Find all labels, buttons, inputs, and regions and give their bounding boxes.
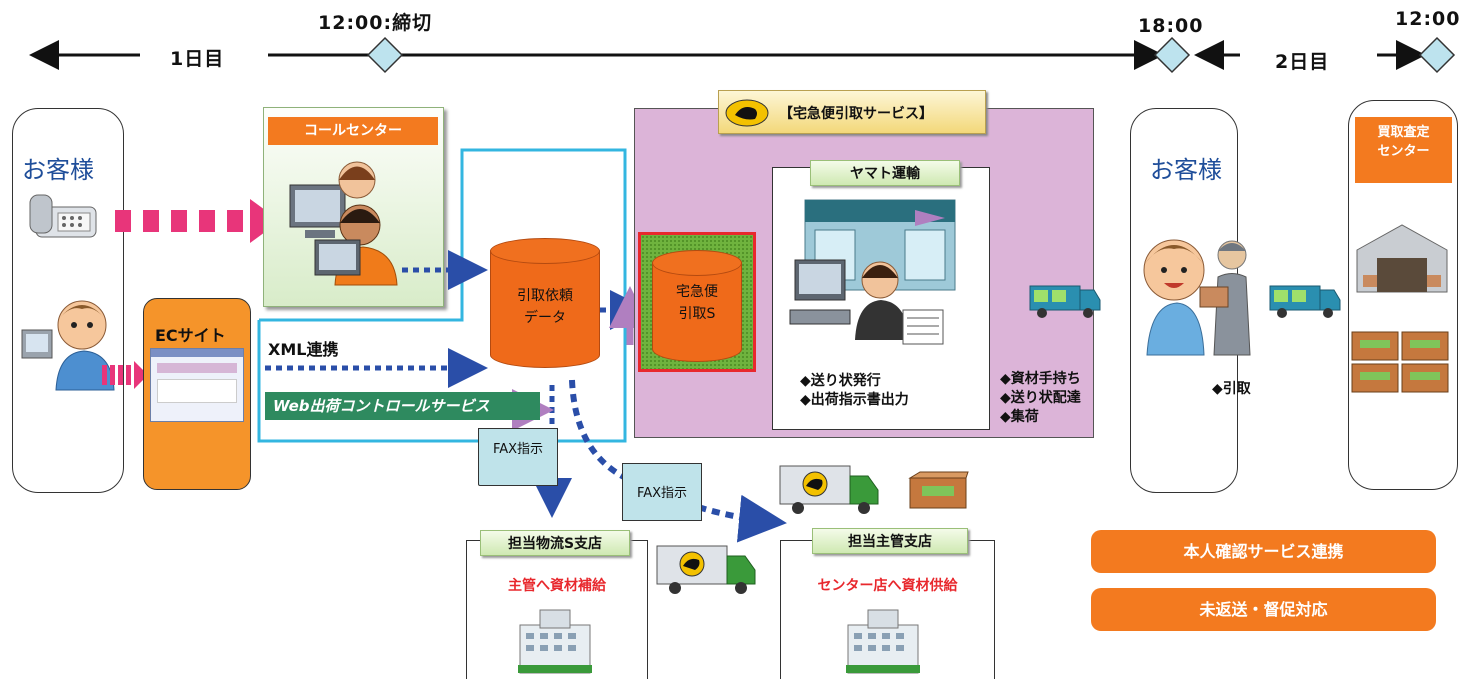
operators-icon — [289, 161, 398, 286]
yamato-bullet-1: ◆送り状発行 — [800, 373, 881, 389]
timeline-day2: 2日目 — [1275, 51, 1330, 73]
takkyubin-s-cylinder: 宅急便 引取S — [652, 250, 742, 362]
delivery-bullets: ◆資材手持ち ◆送り状配達 ◆集荷 — [1000, 370, 1081, 427]
pickup-truck-icon — [1269, 285, 1341, 318]
delivery-bullet-3: ◆集荷 — [1000, 409, 1039, 425]
request-data-line2: データ — [524, 310, 566, 326]
delivery-bullet-1: ◆資材手持ち — [1000, 371, 1081, 387]
branch-main-label: 担当主管支店 — [812, 528, 968, 554]
timeline-12: 12:00 — [1395, 8, 1461, 30]
yamato-truck-icon-1 — [779, 465, 879, 514]
customer-left-label: お客様 — [22, 156, 94, 184]
yamato-office-icon — [789, 199, 956, 345]
call-center-label: コールセンター — [268, 117, 438, 145]
ec-site-screenshot — [150, 348, 244, 422]
handover-icon — [1143, 239, 1251, 356]
parcel-icon — [908, 471, 969, 509]
followup-button[interactable]: 未返送・督促対応 — [1091, 588, 1436, 631]
delivery-truck-icon — [1029, 285, 1101, 318]
branch-logistics-label: 担当物流S支店 — [480, 530, 630, 556]
ec-site-label: ECサイト — [155, 326, 226, 345]
milestone-deadline — [366, 36, 404, 74]
timeline-18: 18:00 — [1138, 15, 1204, 37]
assessment-line2: センター — [1377, 144, 1430, 159]
timeline-day1: 1日目 — [170, 48, 225, 70]
delivery-bullet-2: ◆送り状配達 — [1000, 390, 1081, 406]
milestone-18 — [1153, 36, 1191, 74]
customer-pc-icon — [21, 300, 115, 391]
customer-right-label: お客様 — [1150, 156, 1222, 184]
request-data-line1: 引取依頼 — [517, 288, 573, 304]
branch-building-icon-2 — [846, 609, 920, 674]
assessment-line1: 買取査定 — [1377, 125, 1430, 140]
yamato-truck-icon-2 — [656, 545, 756, 594]
web-service-banner: Web出荷コントロールサービス — [265, 392, 540, 420]
warehouse-icon — [1356, 224, 1448, 293]
xml-link-label: XML連携 — [268, 340, 339, 359]
pc-to-ec-arrow — [102, 361, 148, 389]
takkyubin-s-line1: 宅急便 — [676, 284, 718, 300]
request-data-cylinder: 引取依頼 データ — [490, 238, 600, 368]
milestone-12 — [1418, 36, 1456, 74]
takkyubin-title-box: 【宅急便引取サービス】 — [718, 90, 986, 134]
yamato-bullet-2: ◆出荷指示書出力 — [800, 392, 909, 408]
yamato-cat-logo-icon — [725, 99, 769, 127]
takkyubin-title: 【宅急便引取サービス】 — [779, 106, 933, 122]
assessment-center-label: 買取査定 センター — [1355, 117, 1452, 183]
boxes-icon — [1351, 331, 1449, 393]
telephone-icon — [29, 194, 97, 238]
branch-logistics-action: 主管へ資材補給 — [508, 578, 606, 594]
fax-instruction-2: FAX指示 — [622, 463, 702, 521]
identity-service-button[interactable]: 本人確認サービス連携 — [1091, 530, 1436, 573]
cyan-connector — [257, 148, 627, 443]
customer-left-box — [12, 108, 124, 493]
fax-instruction-1: FAX指示 — [478, 428, 558, 486]
timeline-lines — [28, 36, 1456, 74]
branch-building-icon-1 — [518, 609, 592, 674]
takkyubin-s-line2: 引取S — [678, 306, 716, 322]
yamato-bullets: ◆送り状発行 ◆出荷指示書出力 — [800, 372, 909, 410]
timeline-deadline: 12:00:締切 — [318, 12, 433, 34]
customer-right-action: ◆引取 — [1212, 381, 1251, 397]
yamato-label: ヤマト運輸 — [810, 160, 960, 186]
branch-main-action: センター店へ資材供給 — [817, 578, 958, 594]
